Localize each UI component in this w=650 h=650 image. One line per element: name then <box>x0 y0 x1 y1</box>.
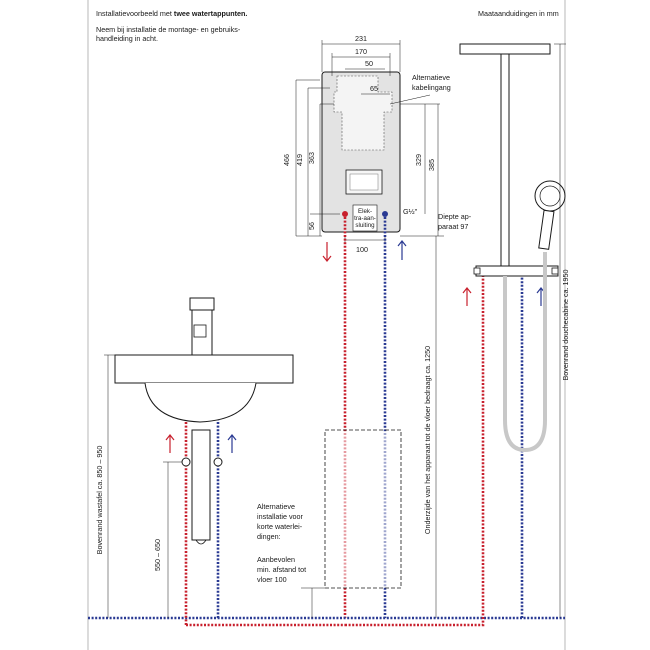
header-title: Installatievoorbeeld met twee watertappu… <box>96 9 247 18</box>
basin-bowl <box>144 382 257 423</box>
angle-valve-cold-icon <box>213 457 223 467</box>
shower-riser-pipe <box>500 53 510 269</box>
faucet-lever-icon <box>189 297 215 311</box>
basin-top <box>114 354 294 384</box>
heater-floor-label: Onderzijde van het apparaat tot de vloer… <box>423 346 432 534</box>
alt-install-label-2: installatie voor <box>257 512 304 521</box>
washbasin-edge-label: Bovenrand wastafel ca. 850 – 950 <box>95 446 104 555</box>
electric-label-3: sluiting <box>355 222 375 229</box>
alt-install-label-3: korte waterlei- <box>257 522 303 531</box>
alt-cable-leader <box>389 94 431 105</box>
dim-466: 466 <box>282 154 291 166</box>
instruction-line-2: handleiding in acht. <box>96 34 158 43</box>
dim-329: 329 <box>414 154 423 166</box>
heater-inner-outline <box>333 75 393 151</box>
recommended-label-3: vloer 100 <box>257 575 287 584</box>
electric-label-1: Elek- <box>358 208 372 215</box>
alt-cable-label-2: kabelingang <box>412 83 451 92</box>
alt-cable-label-1: Alternatieve <box>412 73 450 82</box>
alternative-install-outline <box>324 429 402 589</box>
heater-display-screen <box>349 173 379 191</box>
cold-connection-icon <box>382 211 388 217</box>
dim-50: 50 <box>365 59 373 68</box>
thread-label: G½" <box>403 207 418 216</box>
electric-connection-box <box>352 204 378 232</box>
recommended-label-1: Aanbevolen <box>257 555 295 564</box>
faucet-spout <box>193 324 207 338</box>
hot-floor-line-shower <box>345 270 485 627</box>
alternative-install-fill <box>326 431 400 587</box>
dim-56: 56 <box>307 222 316 230</box>
top-dimensions <box>321 40 401 95</box>
recommended-label-2: min. afstand tot <box>257 565 306 574</box>
tap-height-label: 550 – 650 <box>153 539 162 571</box>
instruction-line-1: Neem bij installatie de montage- en gebr… <box>96 25 241 34</box>
dim-419: 419 <box>295 154 304 166</box>
washbasin <box>114 297 294 545</box>
dim-231: 231 <box>355 34 367 43</box>
alt-install-label-1: Alternatieve <box>257 502 295 511</box>
units-note: Maataanduidingen in mm <box>478 9 559 18</box>
dim-363: 363 <box>307 152 316 164</box>
hand-shower-head-icon <box>534 180 566 212</box>
alt-install-label-4: dingen: <box>257 532 281 541</box>
depth-label-1: Diepte ap- <box>438 212 472 221</box>
shower-hose <box>503 252 547 453</box>
electric-label-2: tra-aan- <box>354 215 376 222</box>
depth-label-2: paraat 97 <box>438 222 468 231</box>
dim-170: 170 <box>355 47 367 56</box>
dim-100: 100 <box>356 245 368 254</box>
shower <box>459 43 566 453</box>
pipes <box>88 217 565 627</box>
dim-385: 385 <box>427 159 436 171</box>
right-dimensions <box>344 103 444 244</box>
hot-connection-icon <box>342 211 348 217</box>
angle-valve-hot-icon <box>181 457 191 467</box>
shower-head-top-icon <box>459 43 551 55</box>
flow-arrows <box>165 240 546 453</box>
hand-shower-handle <box>538 209 555 250</box>
water-heater: Elek- tra-aan- sluiting <box>321 71 431 233</box>
basin-siphon <box>191 429 211 541</box>
left-dimensions <box>295 79 340 237</box>
shower-edge-label: Bovenrand douchecabine ca. 1950 <box>561 269 570 380</box>
dim-65: 65 <box>370 84 378 93</box>
basin-dimensions <box>104 354 182 618</box>
